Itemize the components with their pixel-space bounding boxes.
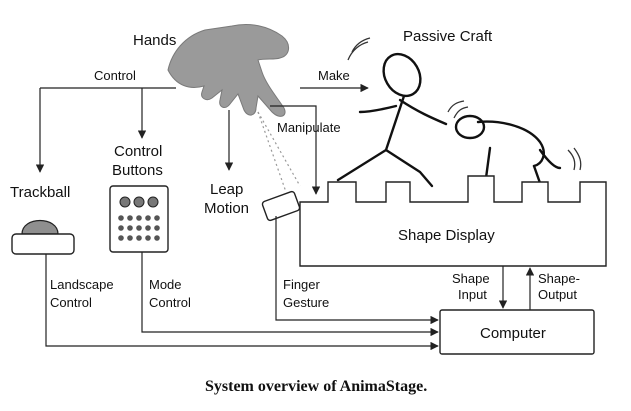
control-buttons-icon xyxy=(109,185,169,253)
shape-input-label-line2: Input xyxy=(458,287,487,302)
make-label: Make xyxy=(318,68,350,83)
control-buttons-label-line1: Control xyxy=(114,143,162,160)
finger-gesture-arrow xyxy=(275,216,439,325)
shape-output-label-line2: Output xyxy=(538,287,577,302)
trackball-icon xyxy=(11,220,75,255)
hand-icon xyxy=(167,23,289,117)
leap-sensing-line-1 xyxy=(257,111,287,193)
leap-motion-label-line2: Motion xyxy=(204,200,249,217)
passive-craft-label: Passive Craft xyxy=(403,28,493,45)
leap-motion-device-icon xyxy=(261,190,301,222)
computer-label: Computer xyxy=(480,325,546,342)
control-label: Control xyxy=(94,68,136,83)
mode-control-arrow xyxy=(141,252,439,337)
control-buttons-label-line2: Buttons xyxy=(112,162,163,179)
shape-display-label: Shape Display xyxy=(398,227,495,244)
finger-gesture-label-line2: Gesture xyxy=(283,295,329,310)
motion-lines-icon xyxy=(347,37,371,61)
shape-output-label-line1: Shape- xyxy=(538,271,580,286)
figure-caption: System overview of AnimaStage. xyxy=(205,378,427,395)
mode-control-label-line1: Mode xyxy=(149,277,182,292)
leap-sensing-line-2 xyxy=(257,111,301,187)
landscape-control-label-line1: Landscape xyxy=(50,277,114,292)
computer-box xyxy=(439,309,595,355)
shape-input-label-line1: Shape xyxy=(452,271,490,286)
manipulate-arrow xyxy=(270,105,321,195)
motion-lines-tail-icon xyxy=(567,147,582,171)
landscape-control-label-line2: Control xyxy=(50,295,92,310)
shape-display-box xyxy=(299,175,607,267)
passive-craft-figure-icon xyxy=(336,52,562,202)
trackball-label: Trackball xyxy=(10,184,70,201)
manipulate-label: Manipulate xyxy=(277,120,341,135)
motion-lines-small-icon xyxy=(447,100,469,119)
landscape-control-arrow xyxy=(45,254,439,351)
mode-control-label-line2: Control xyxy=(149,295,191,310)
leap-motion-label-line1: Leap xyxy=(210,181,243,198)
hands-label: Hands xyxy=(133,32,176,49)
finger-gesture-label-line1: Finger xyxy=(283,277,321,292)
